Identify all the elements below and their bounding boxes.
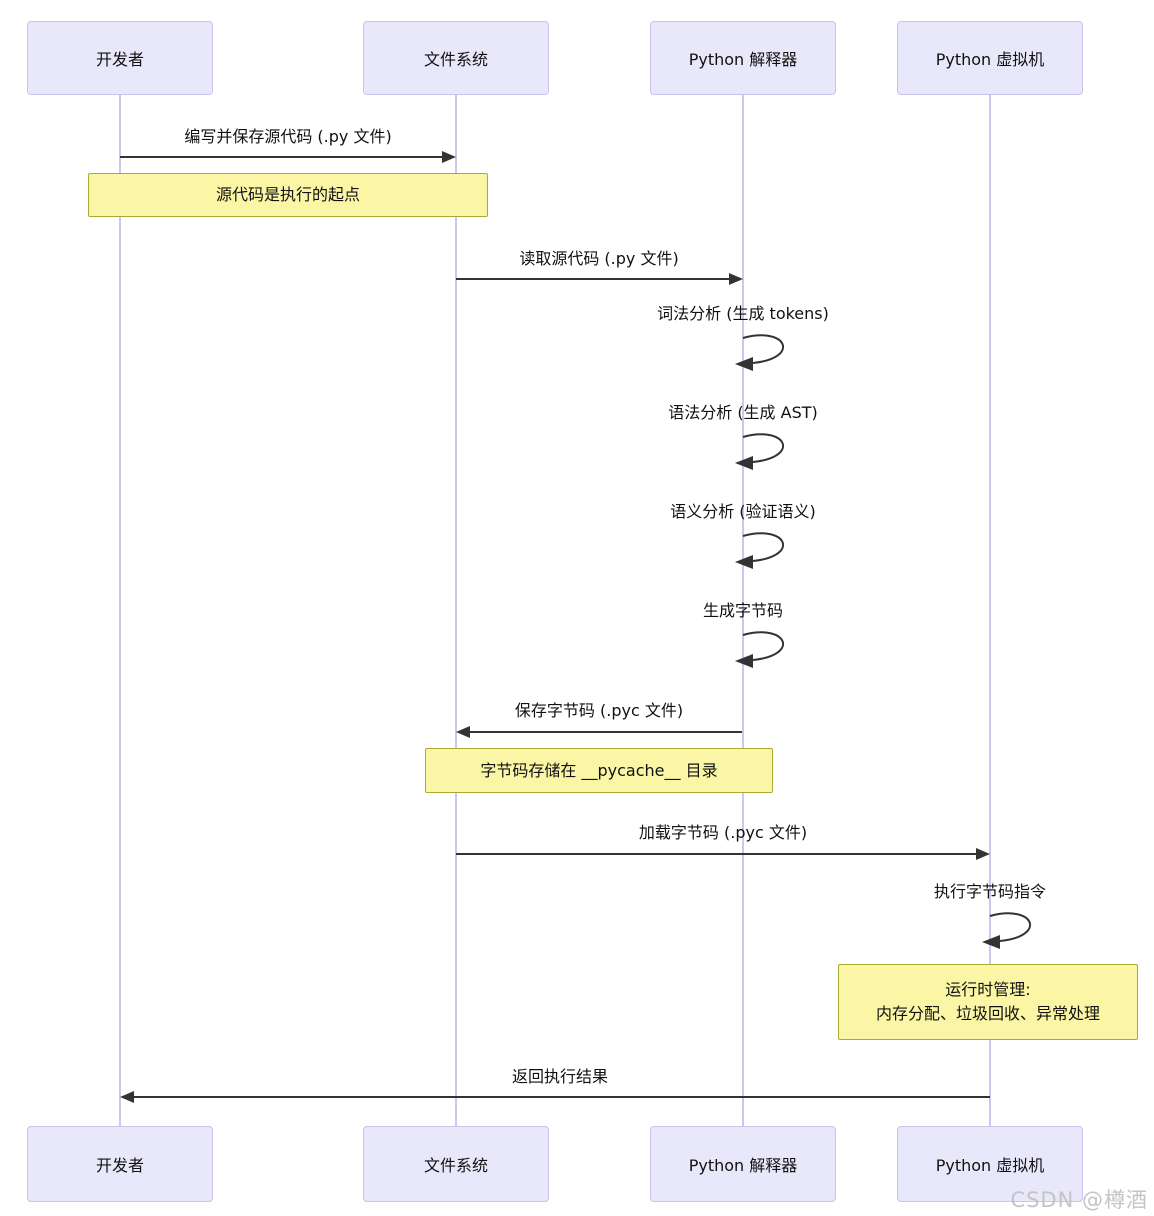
arrowhead-icon: [442, 151, 456, 163]
self-loop-arrow-icon: [982, 912, 1032, 949]
arrowhead-icon: [729, 273, 743, 285]
actor-bottom-developer: 开发者: [27, 1126, 213, 1202]
message-label: 加载字节码 (.pyc 文件): [638, 823, 808, 842]
message-label: 读取源代码 (.py 文件): [519, 249, 679, 268]
message-arrow: [468, 731, 742, 733]
actor-label: 文件系统: [423, 1156, 488, 1175]
note-text: 源代码是执行的起点: [215, 185, 360, 204]
actor-top-python-interpreter: Python 解释器: [650, 21, 836, 95]
note-text: 字节码存储在 __pycache__ 目录: [480, 760, 718, 780]
message-arrow: [120, 156, 444, 158]
actor-label: Python 虚拟机: [935, 1156, 1045, 1175]
message-label: 执行字节码指令: [933, 882, 1047, 901]
actor-label: Python 解释器: [688, 50, 798, 69]
message-label: 返回执行结果: [511, 1067, 609, 1086]
actor-top-developer: 开发者: [27, 21, 213, 95]
arrowhead-icon: [456, 726, 470, 738]
note-pycache: 字节码存储在 __pycache__ 目录: [425, 748, 773, 793]
message-label: 生成字节码: [702, 601, 784, 620]
actor-bottom-python-vm: Python 虚拟机: [897, 1126, 1083, 1202]
actor-label: 文件系统: [423, 50, 488, 69]
arrowhead-icon: [976, 848, 990, 860]
self-loop-arrow-icon: [735, 433, 785, 470]
message-arrow: [456, 278, 730, 280]
message-label: 语义分析 (验证语义): [670, 502, 816, 521]
watermark: CSDN @樽酒: [1010, 1188, 1148, 1212]
lifeline-python-vm: [989, 95, 991, 1126]
actor-top-filesystem: 文件系统: [363, 21, 549, 95]
actor-label: 开发者: [95, 50, 144, 69]
actor-top-python-vm: Python 虚拟机: [897, 21, 1083, 95]
actor-label: 开发者: [95, 1156, 144, 1175]
message-label: 词法分析 (生成 tokens): [657, 304, 829, 323]
message-label: 语法分析 (生成 AST): [668, 403, 818, 422]
self-loop-arrow-icon: [735, 631, 785, 668]
arrowhead-icon: [120, 1091, 134, 1103]
note-runtime-management: 运行时管理: 内存分配、垃圾回收、异常处理: [838, 964, 1138, 1040]
note-source-start: 源代码是执行的起点: [88, 173, 488, 217]
message-arrow: [132, 1096, 990, 1098]
lifeline-developer: [119, 95, 121, 1126]
actor-bottom-filesystem: 文件系统: [363, 1126, 549, 1202]
message-arrow: [456, 853, 978, 855]
note-text-line1: 运行时管理:: [945, 980, 1031, 999]
message-label: 编写并保存源代码 (.py 文件): [184, 127, 392, 146]
message-label: 保存字节码 (.pyc 文件): [514, 701, 684, 720]
actor-label: Python 解释器: [688, 1156, 798, 1175]
self-loop-arrow-icon: [735, 334, 785, 371]
self-loop-arrow-icon: [735, 532, 785, 569]
lifeline-filesystem: [455, 95, 457, 1126]
actor-bottom-python-interpreter: Python 解释器: [650, 1126, 836, 1202]
actor-label: Python 虚拟机: [935, 50, 1045, 69]
note-text-line2: 内存分配、垃圾回收、异常处理: [875, 1004, 1100, 1023]
lifeline-python-interpreter: [742, 95, 744, 1126]
